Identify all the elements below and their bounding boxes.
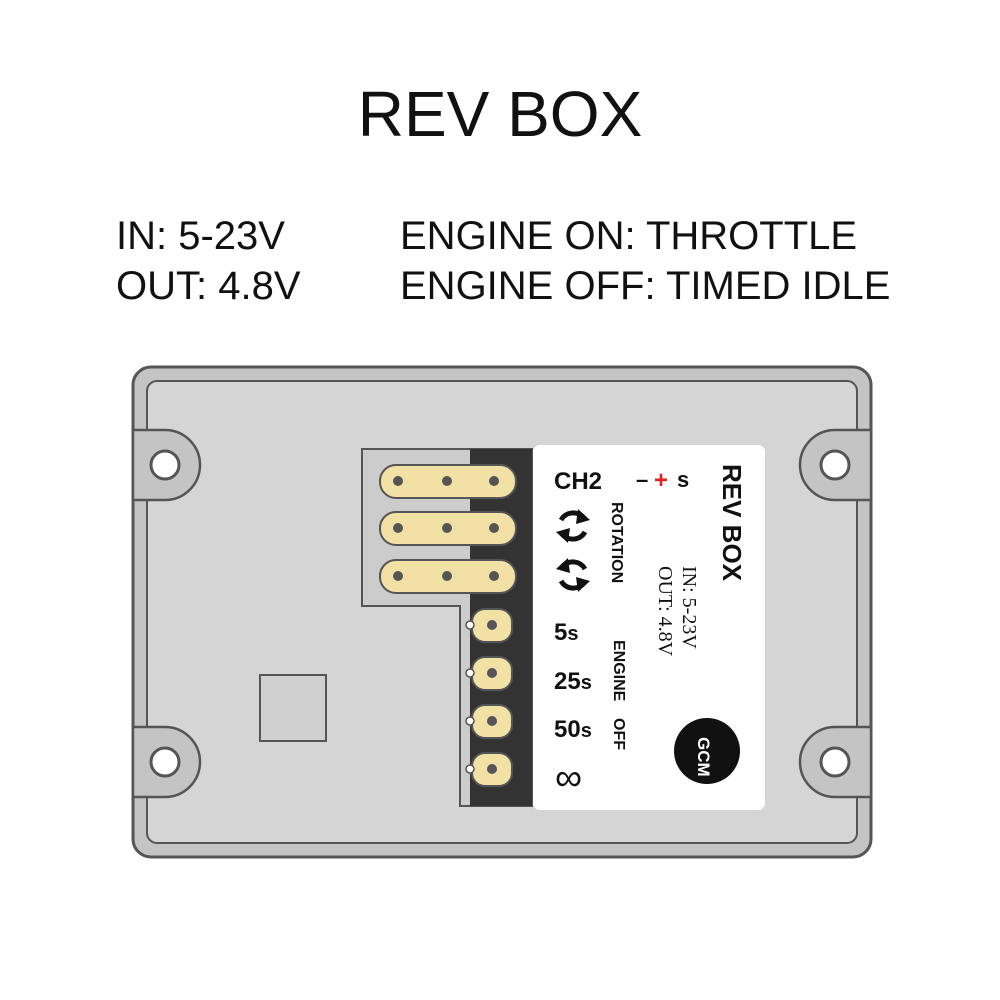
label-out-voltage: OUT: 4.8V [654, 566, 676, 657]
spec-output-voltage: OUT: 4.8V [116, 264, 301, 308]
label-channel: CH2 [554, 468, 602, 495]
label-plus: + [654, 467, 668, 494]
label-engine: ENGINE [610, 640, 627, 702]
servo-pin-row [379, 511, 517, 546]
rotation-cw-icon [556, 509, 590, 543]
label-time-25s: 25s [554, 668, 592, 695]
label-off: OFF [610, 718, 627, 750]
jumper-pin-25s [465, 656, 513, 691]
mounting-hole-icon [131, 428, 202, 502]
label-signal: s [677, 467, 689, 492]
mounting-hole-icon [798, 725, 873, 799]
mounting-hole-icon [131, 725, 202, 799]
label-infinity: ∞ [555, 757, 582, 799]
servo-pin-row [379, 559, 517, 594]
label-minus: – [636, 467, 648, 492]
jumper-pin-5s [465, 608, 513, 643]
jumper-pin-infinity [465, 752, 513, 787]
spec-input-voltage: IN: 5-23V [116, 214, 285, 258]
spec-engine-off: ENGINE OFF: TIMED IDLE [400, 264, 891, 308]
label-time-5s: 5s [554, 619, 578, 646]
mounting-hole-icon [798, 428, 873, 502]
spec-engine-on: ENGINE ON: THROTTLE [400, 214, 858, 258]
logo-icon: GCM [674, 718, 740, 784]
rotation-ccw-icon [556, 558, 590, 592]
servo-pin-row [379, 464, 517, 499]
diagram-title: REV BOX [357, 78, 643, 150]
label-time-50s: 50s [554, 716, 592, 743]
logo-text: GCM [694, 737, 713, 777]
label-device-name: REV BOX [717, 464, 747, 582]
jumper-pin-50s [465, 704, 513, 739]
label-in-voltage: IN: 5-23V [678, 566, 700, 649]
led-window [259, 674, 327, 742]
label-rotation: ROTATION [608, 502, 625, 583]
